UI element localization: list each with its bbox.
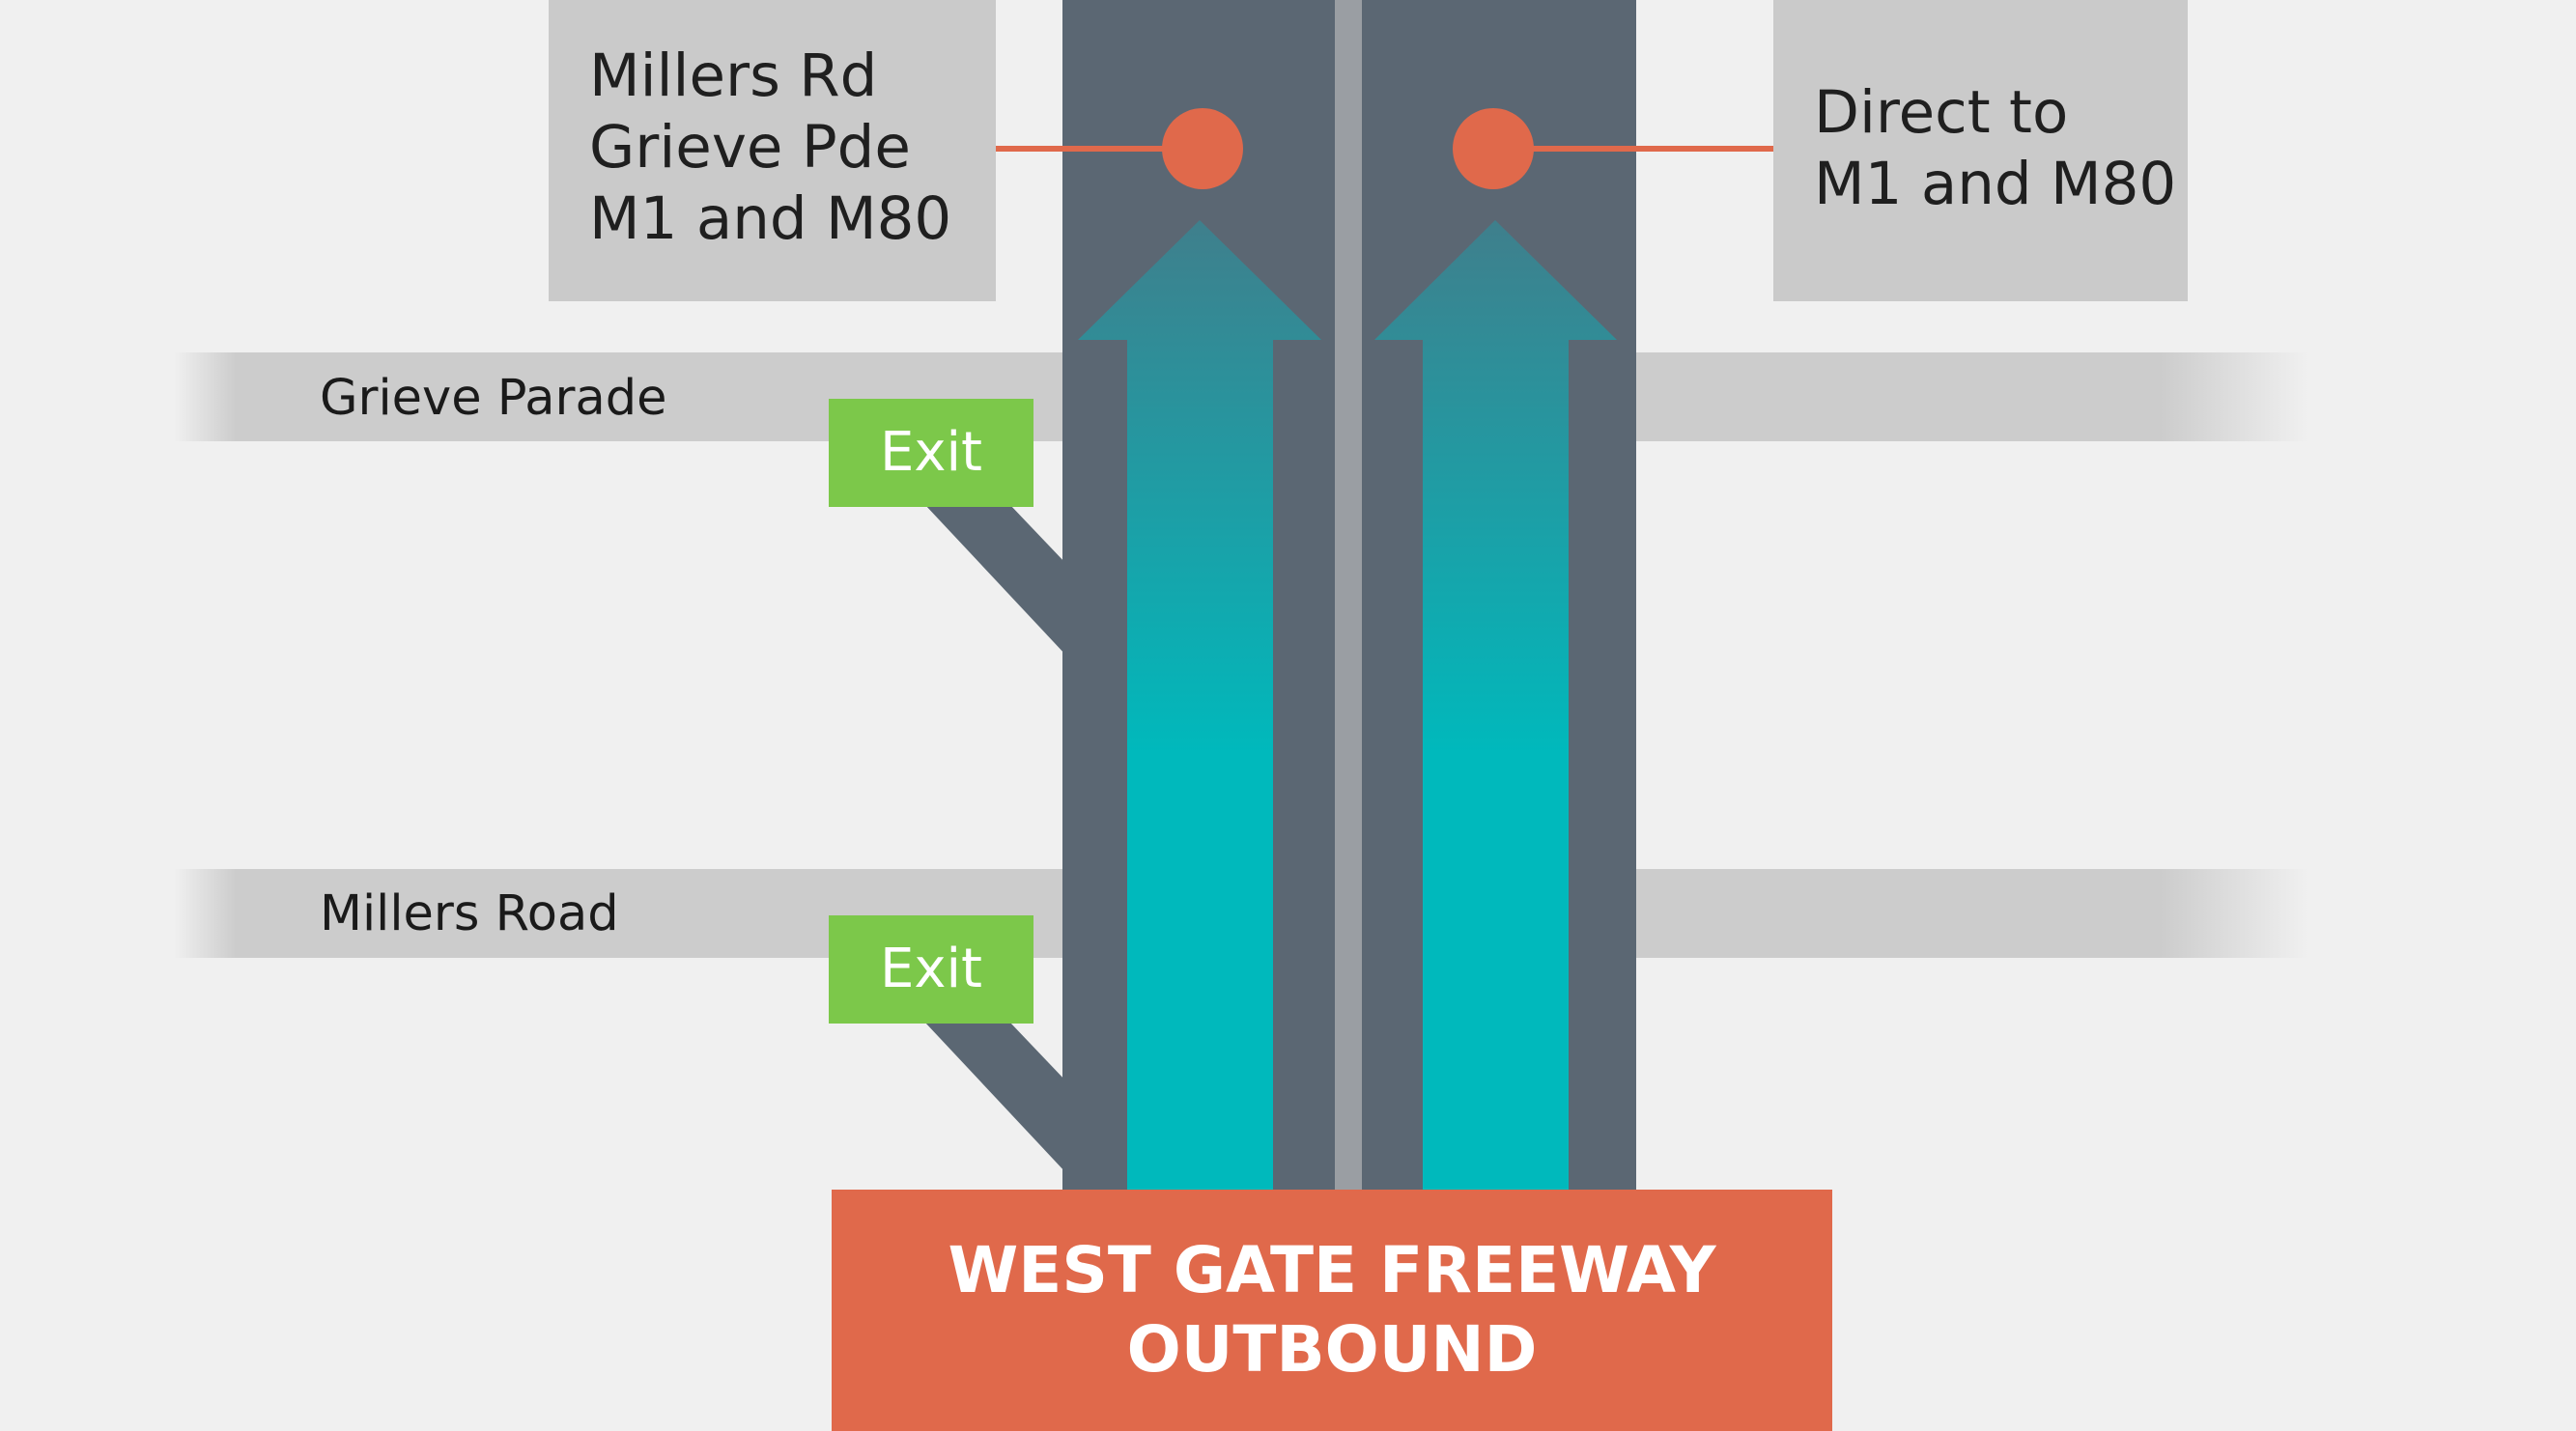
destination-line: M1 and M80 [1814,150,2177,218]
exit-badge-grieve-parade: Exit [829,399,1033,507]
destination-line: M1 and M80 [589,184,952,253]
destination-box-right: Direct to M1 and M80 [1773,0,2188,301]
destination-box-left: Millers Rd Grieve Pde M1 and M80 [549,0,996,301]
location-dot-icon [1453,108,1534,189]
destination-line: Grieve Pde [589,113,911,182]
destination-line: Direct to [1814,78,2069,147]
destination-line: Millers Rd [589,42,878,110]
road-millers-road-right [1632,869,2308,958]
exit-ramp-millers-road [924,1022,1067,1174]
carriageway-median [1335,0,1362,1190]
freeway-title: WEST GATE FREEWAY OUTBOUND [832,1190,1832,1431]
exit-ramp-grieve-parade [924,504,1067,657]
road-label-grieve-parade: Grieve Parade [320,370,667,427]
up-arrow-icon [1374,220,1617,1190]
exit-badge-millers-road: Exit [829,915,1033,1024]
road-label-millers-road: Millers Road [320,885,619,942]
freeway-title-line2: OUTBOUND [1126,1312,1538,1387]
road-grieve-parade-right [1632,352,2308,441]
up-arrow-icon [1078,220,1321,1190]
freeway-title-line1: WEST GATE FREEWAY [948,1233,1716,1307]
location-dot-icon [1162,108,1243,189]
